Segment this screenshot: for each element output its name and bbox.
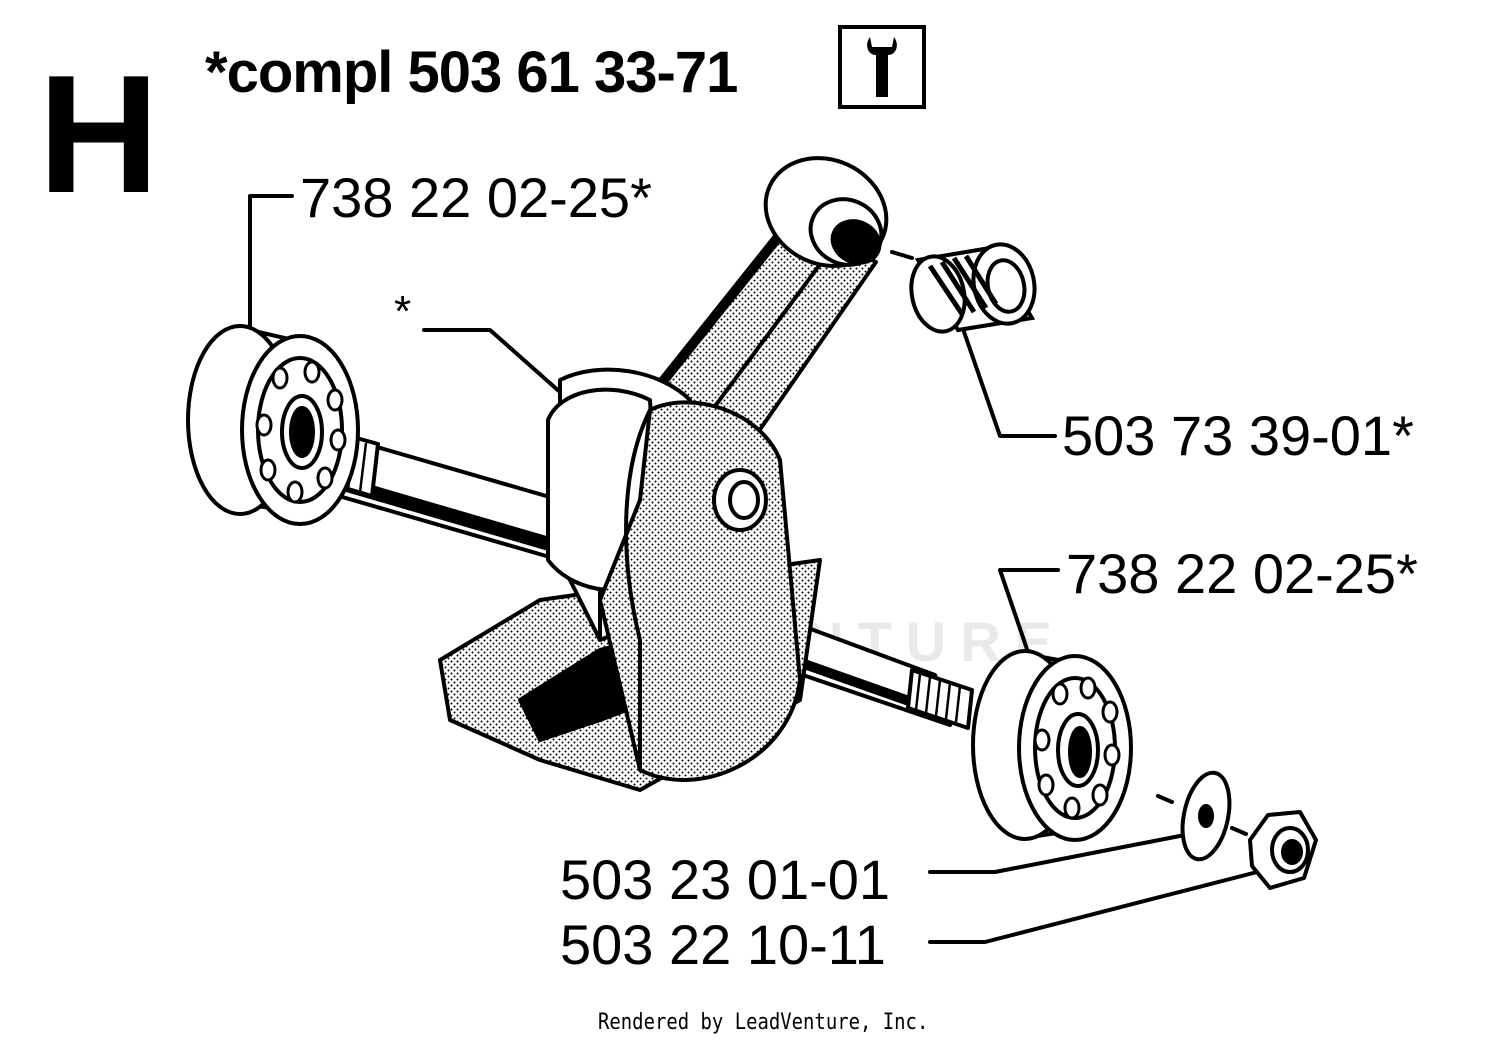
leader-lines <box>248 194 1267 944</box>
section-letter: H <box>38 40 160 228</box>
leader-kit-marker <box>422 328 580 410</box>
needle-bearing <box>909 242 1037 334</box>
callout-nut: 503 22 10-11 <box>560 913 886 976</box>
callout-bearing-right: 738 22 02-25* <box>1066 542 1418 605</box>
assembly-part-number: *compl 503 61 33-71 <box>205 40 738 105</box>
callout-washer: 503 23 01-01 <box>560 848 891 911</box>
callout-bearing-left: 738 22 02-25* <box>300 166 652 229</box>
axis-dash-3 <box>890 250 914 260</box>
leader-bearing-right <box>998 568 1060 660</box>
leader-bearing-left <box>248 194 294 334</box>
washer <box>1180 770 1232 862</box>
callout-kit-marker: * <box>394 287 412 336</box>
axis-dash-2 <box>1230 826 1248 836</box>
axis-dash-1 <box>1156 794 1174 804</box>
main-bearing-right <box>971 649 1133 842</box>
callout-needle-bearing: 503 73 39-01* <box>1062 404 1414 467</box>
tool-symbol-box <box>838 25 926 109</box>
footer-credit: Rendered by LeadVenture, Inc. <box>598 1010 929 1035</box>
bearing-right-balls <box>1033 676 1121 820</box>
leader-nut <box>928 868 1267 944</box>
wrench-icon <box>867 37 897 97</box>
leader-needle-bearing <box>960 324 1057 438</box>
crank-webs <box>438 367 822 792</box>
hex-nut <box>1248 810 1318 890</box>
bearing-left-balls <box>255 360 347 504</box>
leader-washer <box>928 832 1192 874</box>
main-bearing-left <box>186 324 360 526</box>
